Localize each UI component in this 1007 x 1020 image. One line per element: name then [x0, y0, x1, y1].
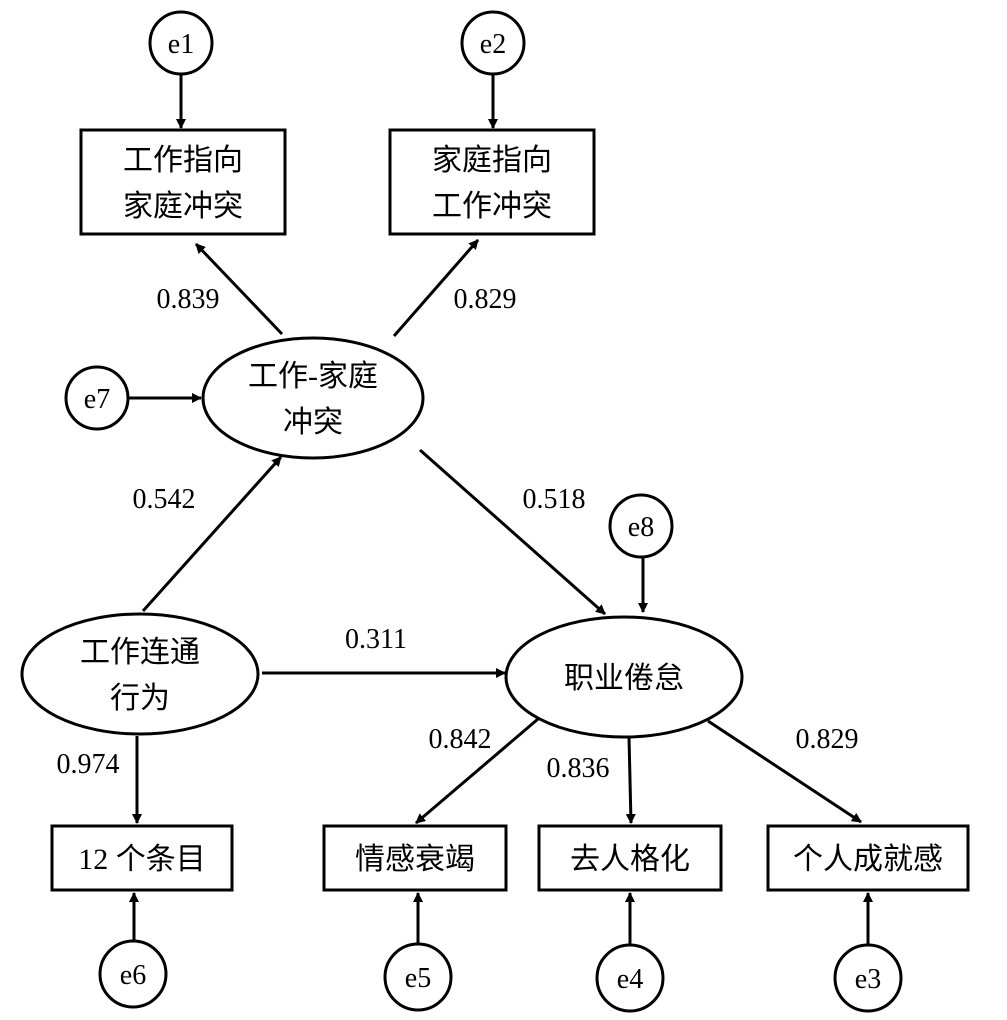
observed-variable-box: [766, 824, 970, 892]
node-label: 情感衰竭: [355, 843, 475, 876]
node-label: 12 个条目: [78, 843, 206, 876]
latent-variable-ellipse: [504, 615, 744, 739]
node-label: 工作-家庭: [248, 360, 378, 393]
edges-layer: [128, 74, 873, 944]
observed-variable-depersonalization: 去人格化: [537, 824, 723, 892]
path-coefficient-burnout-to-exhaustion: 0.842: [429, 724, 492, 755]
latent-variable-ellipse: [20, 612, 260, 736]
node-label: 工作连通: [80, 636, 200, 669]
node-label: e7: [84, 384, 110, 415]
error-term-circle: [98, 939, 168, 1009]
node-label: 行为: [110, 682, 170, 715]
observed-variable-box: [50, 824, 234, 892]
node-label: 职业倦怠: [564, 662, 684, 695]
path-arrow-wfc-to-wfc_obs: [194, 242, 284, 336]
node-label: e1: [168, 29, 194, 60]
observed-variable-items12: 12 个条目: [50, 824, 234, 892]
path-coefficient-wfc-to-burnout: 0.518: [523, 484, 586, 515]
observed-variable-box: [537, 824, 723, 892]
path-arrow-burnout-to-exhaustion: [415, 717, 539, 825]
error-term-circle: [383, 942, 453, 1012]
error-term-e3: e3: [833, 943, 903, 1013]
observed-variable-box: [322, 824, 508, 892]
path-arrow-wfc-to-fwc_obs: [392, 239, 480, 337]
node-label: 冲突: [283, 406, 343, 439]
path-arrow-wcb-to-wfc: [141, 455, 283, 613]
error-term-circle: [833, 943, 903, 1013]
error-term-circle: [460, 10, 526, 76]
nodes-layer: 工作指向家庭冲突家庭指向工作冲突工作-家庭冲突工作连通行为职业倦怠12 个条目情…: [20, 10, 970, 1013]
node-label: e4: [617, 964, 643, 995]
path-coefficient-wcb-to-items12: 0.974: [57, 749, 120, 780]
node-label: e3: [855, 964, 881, 995]
error-term-circle: [608, 493, 674, 559]
path-coefficient-wfc-to-fwc_obs: 0.829: [454, 284, 517, 315]
latent-variable-ellipse: [201, 336, 425, 460]
observed-variable-exhaustion: 情感衰竭: [322, 824, 508, 892]
path-arrow-burnout-to-accomplishment: [707, 719, 862, 824]
path-coefficient-burnout-to-depersonalization: 0.836: [547, 753, 610, 784]
error-term-e6: e6: [98, 939, 168, 1009]
error-term-e4: e4: [595, 943, 665, 1013]
node-label: 家庭指向: [432, 144, 552, 177]
path-coefficient-burnout-to-accomplishment: 0.829: [796, 724, 859, 755]
node-label: 工作指向: [123, 144, 243, 177]
error-term-e2: e2: [460, 10, 526, 76]
latent-variable-wfc: 工作-家庭冲突: [201, 336, 425, 460]
path-coefficient-wcb-to-burnout: 0.311: [345, 624, 407, 655]
node-label: 家庭冲突: [123, 190, 243, 223]
node-label: e6: [120, 960, 146, 991]
node-label: 个人成就感: [793, 843, 943, 876]
path-arrow-burnout-to-depersonalization: [625, 736, 636, 824]
error-term-circle: [64, 365, 130, 431]
path-arrow-wfc-to-burnout: [419, 448, 606, 616]
node-label: e5: [405, 963, 431, 994]
error-term-e5: e5: [383, 942, 453, 1012]
node-label: 去人格化: [570, 843, 690, 876]
error-term-e8: e8: [608, 493, 674, 559]
node-label: 工作冲突: [432, 190, 552, 223]
node-label: e8: [628, 512, 654, 543]
observed-variable-accomplishment: 个人成就感: [766, 824, 970, 892]
observed-variable-box: [388, 128, 596, 236]
path-coefficient-wfc-to-wfc_obs: 0.839: [157, 284, 220, 315]
latent-variable-burnout: 职业倦怠: [504, 615, 744, 739]
error-term-e7: e7: [64, 365, 130, 431]
error-term-e1: e1: [148, 10, 214, 76]
coefficients-layer: 0.839 0.829 0.542 0.518 0.311 0.974 0.842 0.836…: [57, 284, 859, 784]
observed-variable-box: [79, 128, 287, 236]
path-coefficient-wcb-to-wfc: 0.542: [133, 484, 196, 515]
error-term-circle: [148, 10, 214, 76]
error-term-circle: [595, 943, 665, 1013]
node-label: e2: [480, 29, 506, 60]
